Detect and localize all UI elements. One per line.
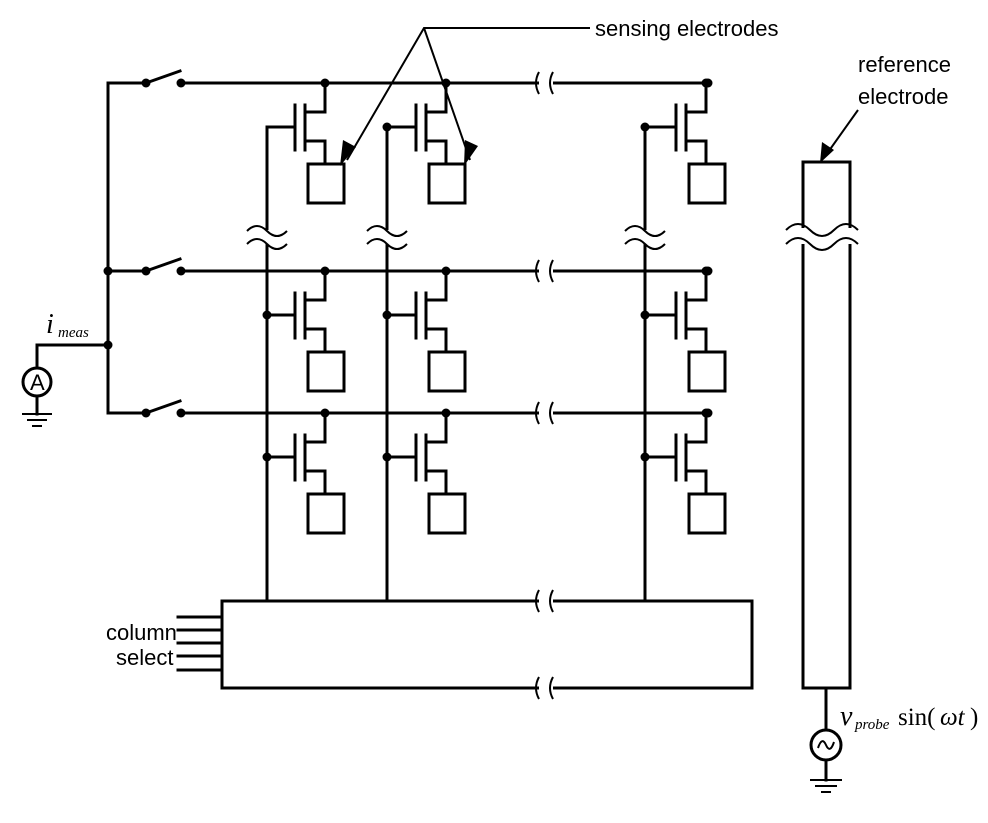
ammeter-wire [35, 343, 110, 370]
junction-dot [382, 310, 392, 320]
row-switch-3 [144, 399, 182, 415]
sensing-electrode-pad [427, 162, 467, 205]
row-switch-2 [144, 257, 182, 273]
break-gap [539, 261, 553, 281]
circuit-wires [21, 27, 859, 793]
sensing-electrodes-label: sensing electrodes [595, 16, 778, 41]
junction-dot [262, 310, 272, 320]
transistor-r3-c3 [643, 411, 708, 496]
reference-arrow-line [825, 109, 859, 156]
i-meas-symbol: i [46, 309, 54, 340]
transistor-r2-c1 [265, 269, 327, 354]
wire-break-mark [785, 237, 859, 251]
arrow-head [820, 142, 834, 163]
junction-dot [382, 452, 392, 462]
junction-dot [701, 266, 711, 276]
junction-dot [382, 122, 392, 132]
break-gap [539, 403, 553, 423]
v-probe-symbol: v [840, 701, 853, 732]
transistor-r2-c3 [643, 269, 708, 354]
wire-break-mark [246, 238, 288, 250]
row-switch-1 [144, 69, 182, 85]
junction-dot [320, 266, 330, 276]
wire-break-mark [549, 676, 554, 700]
sensing-electrode-pad [306, 350, 346, 393]
sensing-electrode-pad [687, 162, 727, 205]
ground-icon [810, 779, 842, 793]
junction-dot [640, 122, 650, 132]
wire-break-mark [549, 71, 554, 95]
ground-icon [22, 413, 52, 427]
break-gap [539, 678, 553, 698]
left-bus-wire [106, 81, 147, 415]
sine-wave-icon [817, 740, 835, 750]
sensing-electrode-pad [687, 492, 727, 535]
junction-dot [640, 452, 650, 462]
column-select-label-line1: column [106, 620, 177, 645]
sin-text: sin( [898, 704, 936, 731]
omega-t-text: ωt [940, 704, 966, 731]
wire-break-mark [366, 225, 408, 237]
junction-dot [640, 310, 650, 320]
junction-dot [441, 266, 451, 276]
column-select-decoder [220, 599, 754, 690]
wire-break-mark [549, 259, 554, 283]
sensing-electrode-pad [427, 492, 467, 535]
arrow-head [464, 140, 478, 166]
wire-break-mark [246, 225, 288, 237]
wire-break-mark [535, 676, 540, 700]
reference-label-line2: electrode [858, 84, 949, 109]
junction-dot [701, 78, 711, 88]
junction-dot [320, 78, 330, 88]
wire-break-mark [549, 401, 554, 425]
wire-break-mark [535, 401, 540, 425]
sensing-electrode-pad [306, 162, 346, 205]
sensing-electrode-pad [687, 350, 727, 393]
i-meas-subscript: meas [58, 325, 89, 341]
junction-dot [262, 452, 272, 462]
wire-break-mark [785, 223, 859, 237]
transistor-r3-c2 [385, 411, 448, 496]
junction-dot [441, 408, 451, 418]
transistor-r1-c3 [643, 81, 708, 166]
sensing-electrode-pad [306, 492, 346, 535]
junction-dot [103, 266, 113, 276]
transistor-r2-c2 [385, 269, 448, 354]
wire-break-mark [535, 71, 540, 95]
sensing-arrow-line [423, 27, 471, 161]
wire-break-mark [624, 225, 666, 237]
wire-break-mark [549, 589, 554, 613]
sensing-arrow-line [346, 27, 590, 161]
wire-break-mark [624, 238, 666, 250]
junction-dot [701, 408, 711, 418]
close-paren-text: ) [970, 704, 978, 731]
column-select-label-line2: select [116, 645, 173, 670]
transistor-r3-c1 [265, 411, 327, 496]
wire-break-mark [366, 238, 408, 250]
junction-dot [320, 408, 330, 418]
reference-label-line1: reference [858, 52, 951, 77]
wire-break-mark [535, 259, 540, 283]
break-gap [539, 73, 553, 93]
sensing-electrode-pad [427, 350, 467, 393]
v-probe-subscript: probe [854, 717, 890, 733]
transistor-r1-c2 [385, 81, 448, 166]
wire-break-mark [535, 589, 540, 613]
arrow-head [340, 140, 356, 166]
ammeter-label: A [30, 370, 45, 395]
break-gap [539, 591, 553, 611]
transistor-r1-c1 [265, 81, 327, 166]
